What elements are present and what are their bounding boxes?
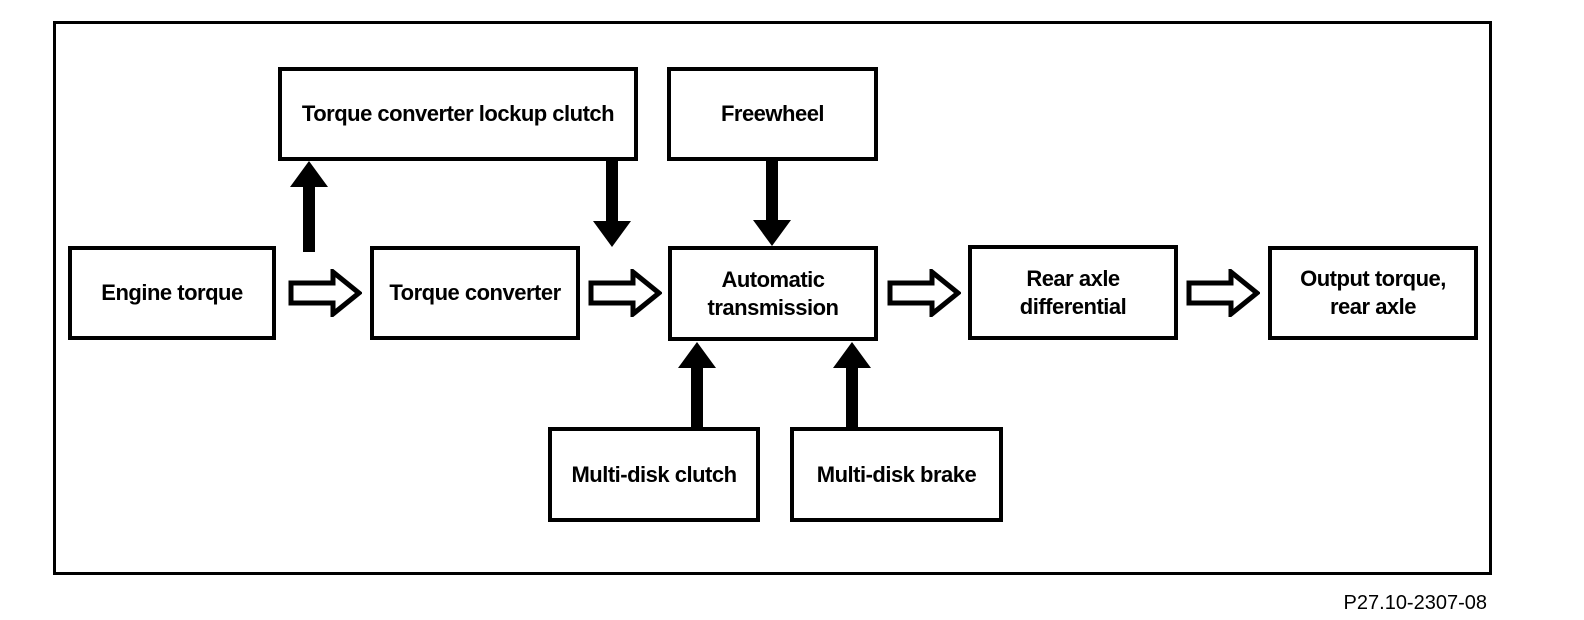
solid-down-arrow-lockup-to-transmission-icon — [593, 161, 631, 247]
hollow-right-arrow-engine-to-converter-icon — [288, 269, 362, 317]
box-freewheel: Freewheel — [667, 67, 878, 161]
box-label: Torque converter — [389, 280, 561, 305]
box-output-torque-rear-axle: Output torque, rear axle — [1268, 246, 1478, 340]
box-label: Multi-disk brake — [816, 461, 977, 487]
hollow-right-arrow-converter-to-transmission-icon — [588, 269, 662, 317]
solid-up-arrow-brake-to-transmission-icon — [833, 342, 871, 427]
box-torque-converter-lockup-clutch: Torque converter lockup clutch — [278, 67, 638, 161]
box-label: Automatic transmission — [707, 266, 839, 320]
box-multi-disk-brake: Multi-disk brake — [790, 427, 1003, 522]
solid-up-arrow-converter-to-lockup-icon — [290, 161, 328, 252]
solid-down-arrow-freewheel-to-transmission-icon — [753, 161, 791, 246]
box-label: Rear axle differential — [1019, 265, 1127, 319]
solid-up-arrow-clutch-to-transmission-icon — [678, 342, 716, 427]
hollow-right-arrow-transmission-to-rearaxle-icon — [887, 269, 961, 317]
box-label: Engine torque — [101, 280, 243, 305]
box-multi-disk-clutch: Multi-disk clutch — [548, 427, 760, 522]
box-automatic-transmission: Automatic transmission — [668, 246, 878, 341]
box-label: Output torque, rear axle — [1300, 266, 1446, 319]
box-label: Torque converter lockup clutch — [301, 101, 615, 126]
box-label: Freewheel — [720, 101, 825, 126]
box-torque-converter: Torque converter — [370, 246, 580, 340]
reference-code: P27.10-2307-08 — [1343, 592, 1487, 614]
box-label: Multi-disk clutch — [571, 461, 737, 487]
box-rear-axle-differential: Rear axle differential — [968, 245, 1178, 340]
box-engine-torque: Engine torque — [68, 246, 276, 340]
hollow-right-arrow-rearaxle-to-output-icon — [1186, 269, 1260, 317]
